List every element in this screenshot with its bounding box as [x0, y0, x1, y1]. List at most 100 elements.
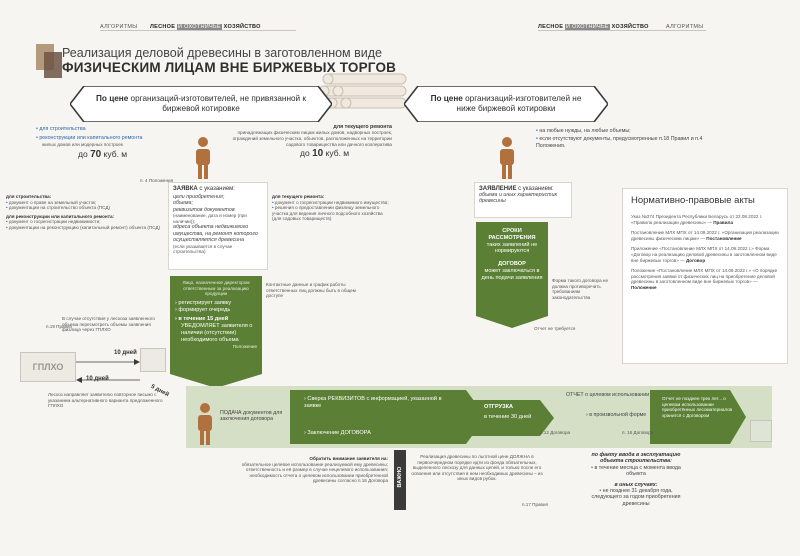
shipment-arrow [470, 400, 554, 436]
cur-docs-2: решения о предоставлении физлицу земельн… [272, 205, 390, 222]
contract-arrow [290, 390, 486, 444]
deadline-fact: в течение месяца с момента ввода объекта [586, 465, 686, 478]
right-branch-heading: По цене организаций-изготовителей не ниж… [430, 94, 582, 113]
right-process: СРОКИ РАССМОТРЕНИЯ таких заявлений не но… [476, 222, 548, 316]
purpose-build: для строительства [36, 126, 186, 132]
registration-arrow [170, 374, 262, 388]
dogovor-heading: ДОГОВОР [498, 261, 526, 268]
report-storage: Отчет не позднее трех лет... о целевом и… [662, 396, 733, 418]
p19-note: п.19 Правил [46, 324, 73, 329]
attention-1: обязательное целевое использование реали… [241, 461, 388, 467]
attention-block: Обратить внимание заявителя на: обязател… [230, 456, 388, 484]
purpose-recon-sub: жилых домов или модерных построек [42, 141, 123, 147]
cur-docs-head: для текущего ремонта: [272, 194, 325, 199]
docs-build-2: документации на строительство объекта (П… [6, 205, 164, 211]
docs-build-head: для строительства: [6, 194, 52, 199]
docs-build-1: документ о праве на земельный участок; [6, 200, 164, 206]
person-icon-bottom [198, 403, 212, 445]
point-4-note: п. 4 Положения [140, 178, 174, 183]
registration-point: Положение [232, 343, 257, 349]
deadline-other: не позднее 31 декабря года, следующего з… [586, 488, 686, 507]
legal-act-contract: Приложение «Постановление МЛХ МПХ от 14.… [631, 246, 777, 263]
header-left-section: АЛГОРИТМЫ [100, 24, 138, 30]
attention-3: необходимость отчета о целевом использов… [249, 472, 388, 484]
exchange-arrows [76, 359, 140, 383]
zayavka-heading: ЗАЯВКА с указанием: [173, 186, 235, 192]
header-left-brand: ЛЕСНОЕ И ОХОТНИЧЬЕ ХОЗЯЙСТВО [150, 24, 261, 30]
deadlines-block: по факту ввода в эксплуатацию объекта ст… [586, 452, 686, 507]
right-branch-heading-shape [404, 86, 608, 122]
left-purposes: для строительства реконструкции или капи… [36, 126, 186, 161]
current-repair-block: для текущего ремонта принадлежащих физич… [222, 124, 392, 160]
shipment-point: п.12 Договора [540, 430, 571, 435]
right-process-arrow [476, 316, 548, 328]
current-repair-docs: для текущего ремонта: документ о госреги… [272, 194, 390, 222]
step-notify: УВЕДОМЛЯЕТ заявителя о наличии (отсутств… [181, 323, 253, 343]
purpose-recon: реконструкции или капитального ремонта [36, 135, 186, 141]
legal-act-regulation: Положение «Постановление МЛХ МПХ от 14.0… [631, 268, 778, 290]
zayavka-item-1: цели приобретения; [173, 194, 225, 200]
title-line-2: ФИЗИЧЕСКИМ ЛИЦАМ ВНЕ БИРЖЕВЫХ ТОРГОВ [62, 60, 397, 75]
legal-acts-title: Нормативно-правовые акты [631, 195, 755, 206]
zayavlenie-heading: ЗАЯВЛЕНИЕ с указанием: [479, 186, 554, 192]
zayavka-item-3-sub: (наименование, дата и номер (при наличии… [173, 213, 247, 224]
title-line-1: Реализация деловой древесины в заготовле… [62, 46, 382, 60]
docs-recon-2: документации на реконструкцию (капитальн… [6, 225, 164, 231]
person-icon [196, 137, 210, 179]
header-right-section: АЛГОРИТМЫ [666, 24, 704, 30]
contact-note: Контактные данные и график работы ответс… [266, 282, 356, 299]
zayavka-item-4: адреса объекта недвижимого имущества, на… [173, 224, 258, 244]
step-queue: формирует очередь [178, 306, 231, 313]
days-10-a: 10 дней [114, 350, 137, 356]
report-heading: ОТЧЕТ о целевом использовании [566, 392, 650, 398]
deadline-fact-heading: по факту ввода в эксплуатацию объекта ст… [591, 452, 681, 465]
absence-note: В случае отсутствия у лесхоза заявленног… [62, 316, 155, 333]
form-note: Форма такого договора не должна противор… [552, 278, 609, 300]
docs-recon-1: документ о госрегистрации недвижимости; [6, 219, 164, 225]
zayavlenie-card: ЗАЯВЛЕНИЕ с указанием: объема и иных хар… [474, 182, 572, 218]
attention-heading: Обратить внимание заявителя на: [309, 456, 388, 461]
limit-10: до 10 куб. м [300, 148, 350, 160]
submission-step: ПОДАЧА документов для заключения договор… [220, 410, 283, 423]
responsible-person: Лицо, назначенное директором ответственн… [182, 280, 250, 297]
sroki-heading: СРОКИ РАССМОТРЕНИЯ [488, 228, 536, 241]
repair-heading: для текущего ремонта [333, 124, 392, 130]
left-branch-heading: По цене организаций-изготовителей, не пр… [96, 94, 306, 113]
docs-recon-head: для реконструкции или капитального ремон… [6, 213, 115, 219]
right-purpose-2: если отсутствуют документы, предусмотрен… [536, 136, 726, 149]
right-purpose-1: на любые нужды, на любые объемы; [536, 128, 726, 134]
zayavka-item-3: реквизитов документов [173, 206, 235, 213]
lesxoz-building [140, 348, 166, 372]
zayavlenie-item: объема и иных характеристик древесины [479, 192, 558, 205]
legal-act-resolution: Постановление МЛХ МПХ от 14.09.2022 г. «… [631, 230, 779, 241]
p17-note: п.17 Правил [522, 502, 549, 507]
step-register: регистрирует заявку [178, 299, 232, 306]
important-text: ВАЖНО [397, 466, 403, 488]
zayavka-item-4-sub: (если указывается в случае строительства… [173, 243, 233, 255]
required-documents: для строительства: документ о праве на з… [6, 194, 164, 231]
right-building [750, 420, 772, 442]
cur-docs-1: документ о госрегистрации недвижимого им… [272, 200, 390, 206]
deadline-other-heading: в иных случаях: [614, 481, 658, 488]
legal-act-rules: Указ №374 Президента Республики Беларусь… [631, 214, 763, 225]
attention-2: ответственность и её размер в случае нец… [245, 467, 388, 473]
zayavka-card: ЗАЯВКА с указанием: цели приобретения; о… [168, 182, 268, 270]
header-rule-right [538, 30, 706, 31]
header-right-brand: ЛЕСНОЕ И ОХОТНИЧЬЕ ХОЗЯЙСТВО [538, 24, 649, 30]
report-arrow [650, 390, 746, 444]
report-free-form: › в произвольной форме [586, 412, 647, 418]
step-15-days: в течение 15 дней [178, 316, 229, 323]
title-accent-block-dark [44, 52, 62, 78]
zayavka-item-2: объема; [173, 200, 193, 207]
person-icon-right [500, 137, 514, 179]
sroki-text: таких заявлений не нормируются [486, 241, 538, 255]
limit-70: до 70 куб. м [78, 149, 128, 161]
shipment-days: в течение 30 дней [484, 414, 532, 420]
right-purposes: на любые нужды, на любые объемы; если от… [536, 128, 726, 149]
registration-process: Лицо, назначенное директором ответственн… [170, 276, 262, 374]
days-10-b: 10 дней [86, 376, 109, 382]
repair-text: принадлежащих физическим лицам жилых дом… [232, 130, 392, 147]
gplho-label: ГПЛХО [32, 362, 64, 372]
p16-note: п. 16 Договора [622, 430, 654, 435]
